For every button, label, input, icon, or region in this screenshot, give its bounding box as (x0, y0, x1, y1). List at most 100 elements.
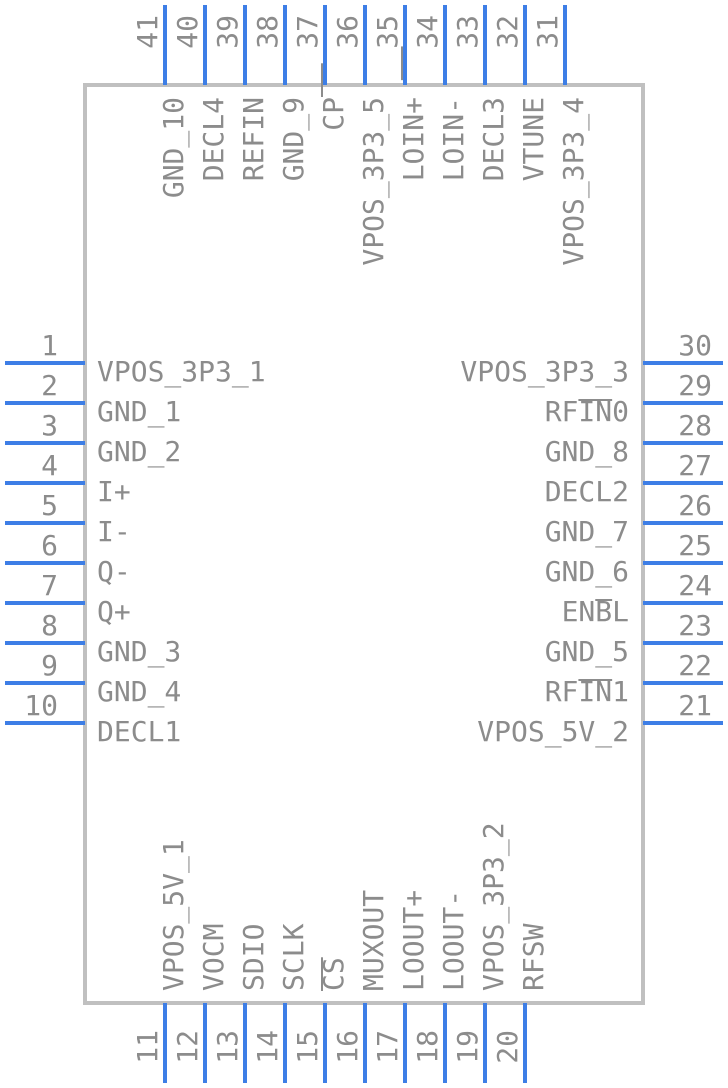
pin-number: 24 (678, 569, 712, 602)
pin-name: CP (317, 97, 350, 131)
pin-number: 22 (678, 649, 712, 682)
pin-name: VPOS_3P3_1 (97, 355, 266, 389)
pin-number: 41 (131, 15, 164, 49)
pin-name: SCLK (277, 923, 310, 991)
pin-number: 26 (678, 489, 712, 522)
pin-number: 35 (371, 15, 404, 49)
pin-name: MUXOUT (357, 890, 390, 991)
pin-number: 3 (41, 409, 58, 442)
pin-number: 27 (678, 449, 712, 482)
pin-name: Q- (97, 555, 131, 588)
pin-name: GND_10 (157, 97, 191, 198)
pin-number: 1 (41, 329, 58, 362)
pin-name: I- (97, 515, 131, 548)
pin-name: DECL2 (545, 475, 629, 508)
pin-number: 25 (678, 529, 712, 562)
pin-name: GND_1 (97, 395, 181, 429)
pin-name: RFSW (517, 923, 550, 991)
pin-name: SDIO (237, 924, 270, 991)
pin-number: 32 (491, 15, 524, 49)
pin-number: 16 (331, 1030, 364, 1064)
pin-number: 37 (291, 15, 324, 49)
pin-number: 21 (678, 689, 712, 722)
pin-name: VTUNE (517, 97, 550, 181)
pin-16: 16 MUXOUT (331, 890, 390, 1083)
pin-number: 30 (678, 329, 712, 362)
pin-name: DECL3 (477, 97, 510, 181)
pin-number: 6 (41, 529, 58, 562)
pin-number: 2 (41, 369, 58, 402)
pin-13: 13 SDIO (211, 924, 270, 1083)
pin-name: GND_5 (545, 635, 629, 669)
pin-name: GND_2 (97, 435, 181, 469)
pin-number: 12 (171, 1030, 204, 1064)
pin-name: VPOS_3P3_4 (557, 97, 591, 266)
pin-name: VPOS_3P3_5 (357, 97, 391, 266)
pin-14: 14 SCLK (251, 923, 310, 1083)
pin-number: 15 (291, 1030, 324, 1064)
pin-name: GND_3 (97, 635, 181, 669)
pin-name: LOOUT- (437, 890, 470, 991)
pin-number: 13 (211, 1030, 244, 1064)
pin-name: GND_9 (277, 97, 311, 181)
pin-name: VPOS_5V_2 (477, 715, 629, 749)
pin-number: 10 (24, 689, 58, 722)
pin-name: GND_7 (545, 515, 629, 549)
pin-name: VPOS_5V_1 (157, 839, 191, 991)
pin-number: 33 (451, 15, 484, 49)
pin-name: VPOS_3P3_2 (477, 822, 511, 991)
pin-number: 36 (331, 15, 364, 49)
pin-name: Q+ (97, 595, 131, 628)
pin-name: GND_6 (545, 555, 629, 589)
pin-number: 11 (131, 1030, 164, 1064)
pin-number: 18 (411, 1030, 444, 1064)
pin-4: 4I+ (5, 449, 131, 508)
pin-number: 29 (678, 369, 712, 402)
pin-5: 5I- (5, 489, 131, 548)
pin-name: LOOUT+ (397, 890, 430, 991)
pin-number: 28 (678, 409, 712, 442)
top-pin-group: 41GND_1040DECL439REFIN38GND_937CP36VPOS_… (131, 5, 591, 266)
pin-number: 8 (41, 609, 58, 642)
pin-number: 5 (41, 489, 58, 522)
pin-20: 20 RFSW (491, 923, 550, 1083)
pin-number: 14 (251, 1030, 284, 1064)
ic-body (83, 83, 645, 1005)
pin-number: 31 (531, 15, 564, 49)
pin-name: GND_4 (97, 675, 181, 709)
pin-number: 40 (171, 15, 204, 49)
pin-name: LOIN- (437, 97, 470, 181)
pin-name: LOIN+ (397, 97, 430, 181)
pin-number: 38 (251, 15, 284, 49)
pin-11: 11 VPOS_5V_1 (131, 839, 191, 1083)
pin-name: DECL1 (97, 715, 181, 748)
pin-18: 18 LOOUT- (411, 890, 470, 1083)
pin-number: 20 (491, 1030, 524, 1064)
